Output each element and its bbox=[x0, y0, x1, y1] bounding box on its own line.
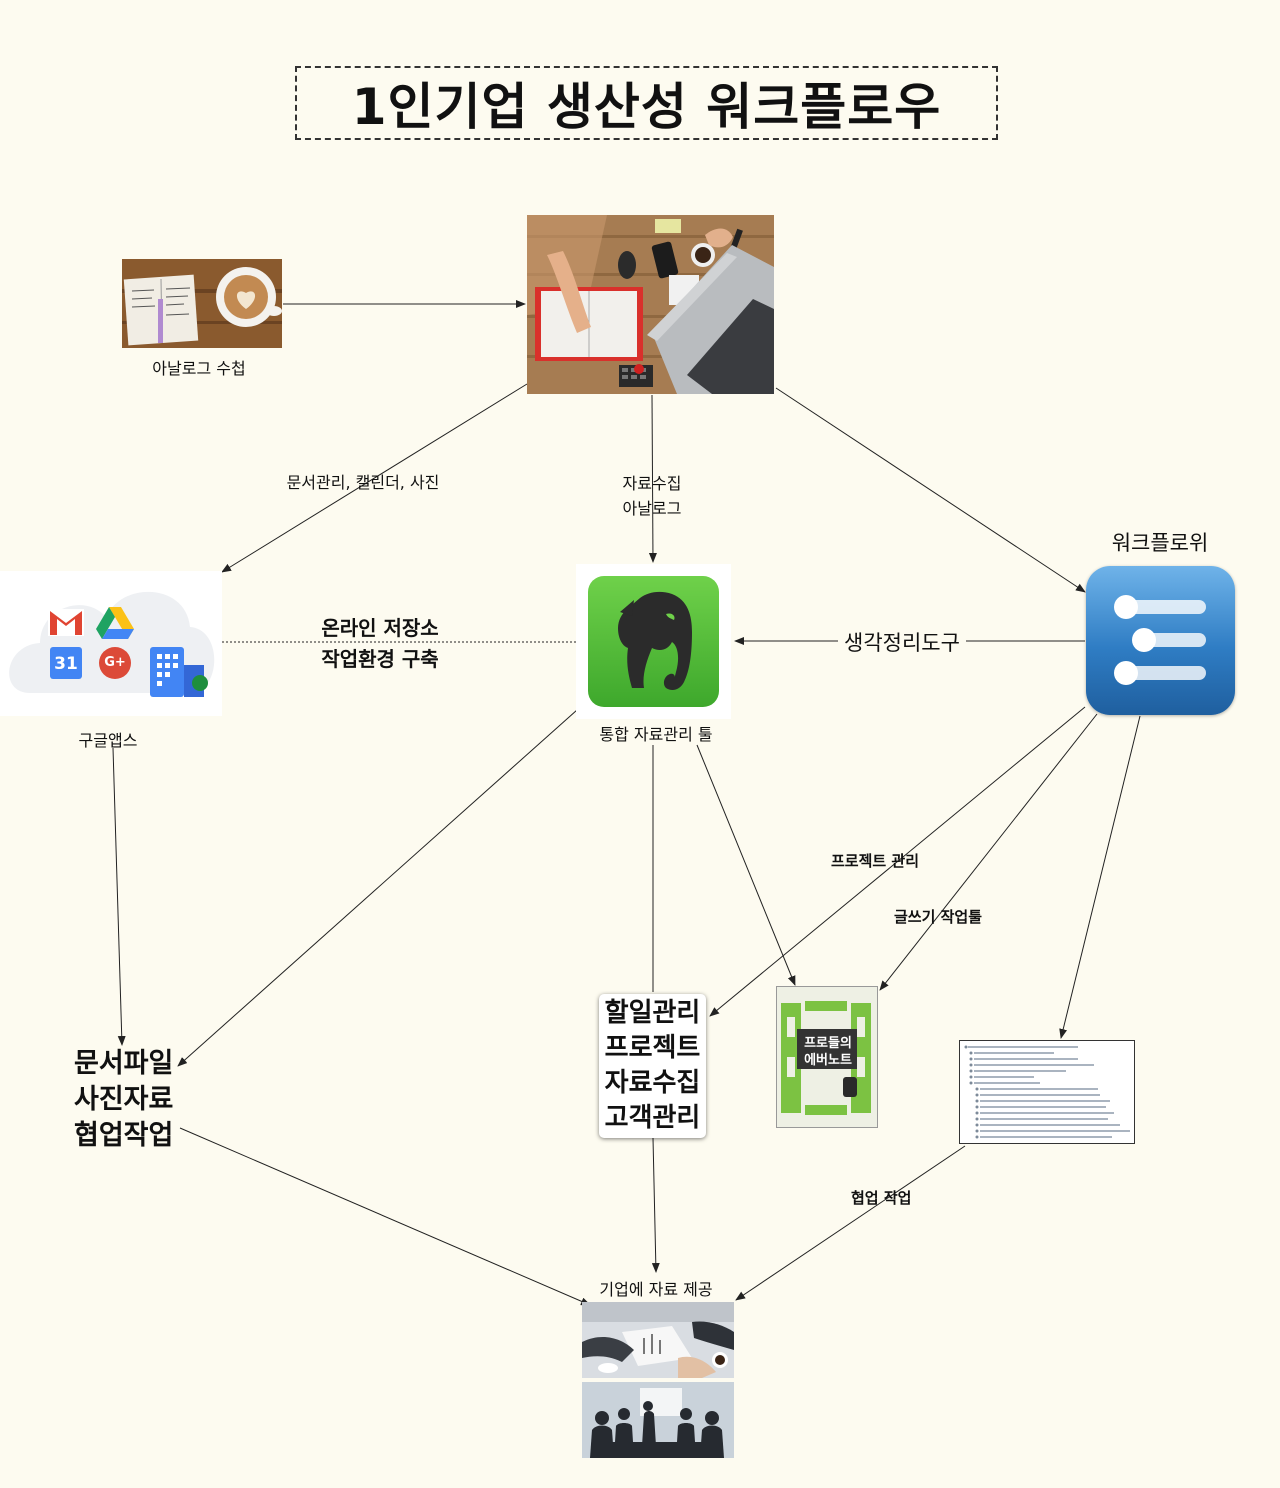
google-plus-text: G+ bbox=[104, 655, 126, 670]
edge-tasks-to-final bbox=[651, 1137, 660, 1273]
edge-label-online-line2: 작업환경 구축 bbox=[321, 647, 439, 671]
evernote-output-item-2: 자료수집 bbox=[604, 1068, 701, 1098]
edge-desk-to-evernote bbox=[648, 394, 657, 563]
edge-label-collab: 협업 작업 bbox=[851, 1189, 912, 1207]
conference-silhouette-photo bbox=[582, 1382, 734, 1458]
business-meeting-photo bbox=[582, 1302, 734, 1378]
edge-label-collect-line2: 아날로그 bbox=[622, 499, 682, 518]
google-output-item-2: 협업작업 bbox=[74, 1120, 174, 1151]
google-apps-cloud: 31 G+ bbox=[0, 571, 222, 716]
evernote-output-item-1: 프로젝트 bbox=[604, 1033, 701, 1063]
edge-label-collect-line1: 자료수집 bbox=[622, 474, 682, 493]
desk-workspace-photo bbox=[527, 215, 774, 394]
google-output-item-0: 문서파일 bbox=[74, 1048, 174, 1079]
book-title-line2: 에버노트 bbox=[804, 1053, 852, 1068]
google-output-item-1: 사진자료 bbox=[74, 1084, 174, 1115]
evernote-book-cover: 프로들의 에버노트 bbox=[776, 986, 878, 1128]
evernote-label: 통합 자료관리 툴 bbox=[599, 725, 713, 744]
evernote-output-item-3: 고객관리 bbox=[604, 1103, 701, 1133]
diagram-title: 1인기업 생산성 워크플로우 bbox=[351, 78, 942, 136]
evernote-output-box: 할일관리 프로젝트 자료수집 고객관리 bbox=[599, 994, 706, 1138]
edge-label-online-line1: 온라인 저장소 bbox=[321, 616, 439, 640]
calendar-day: 31 bbox=[54, 654, 78, 674]
workflowy-icon bbox=[1086, 566, 1235, 715]
notebook-coffee-photo bbox=[122, 259, 282, 348]
edge-label-project: 프로젝트 관리 bbox=[831, 852, 920, 870]
notebook-label: 아날로그 수첩 bbox=[152, 359, 246, 378]
title-box: 1인기업 생산성 워크플로우 bbox=[295, 66, 998, 140]
edge-evernote-to-docs bbox=[177, 709, 578, 1067]
edge-workflowy-to-outline bbox=[1059, 715, 1141, 1039]
edge-label-mindmap: 생각정리도구 bbox=[838, 627, 966, 657]
edge-evernote-to-book bbox=[696, 744, 796, 986]
edge-workflowy-to-tasks bbox=[709, 706, 1086, 1017]
drive-icon bbox=[96, 607, 134, 639]
edge-docs-to-final bbox=[179, 1127, 591, 1306]
edge-label-docs-calendar-photos: 문서관리, 캘린더, 사진 bbox=[286, 473, 440, 492]
edge-outline-to-final bbox=[735, 1145, 966, 1301]
edge-label-writing: 글쓰기 작업툴 bbox=[894, 908, 983, 926]
google-output-list: 문서파일 사진자료 협업작업 bbox=[74, 1046, 184, 1154]
evernote-icon bbox=[576, 564, 731, 719]
workflowy-outline-screenshot bbox=[959, 1040, 1135, 1144]
google-plus-icon: G+ bbox=[99, 647, 131, 679]
evernote-output-item-0: 할일관리 bbox=[604, 998, 701, 1028]
edge-workflowy-to-book bbox=[879, 713, 1098, 991]
workspace-icon bbox=[148, 647, 210, 699]
workflowy-label: 워크플로위 bbox=[1111, 531, 1209, 555]
gmail-icon bbox=[48, 609, 84, 636]
edge-desk-to-workflowy bbox=[775, 387, 1086, 593]
book-title-line1: 프로들의 bbox=[804, 1036, 852, 1051]
edge-google-to-docs bbox=[112, 747, 126, 1046]
edge-desk-to-google bbox=[221, 383, 528, 573]
final-output-label: 기업에 자료 제공 bbox=[599, 1280, 713, 1299]
google-apps-label: 구글앱스 bbox=[78, 731, 138, 750]
calendar-icon: 31 bbox=[50, 647, 82, 679]
